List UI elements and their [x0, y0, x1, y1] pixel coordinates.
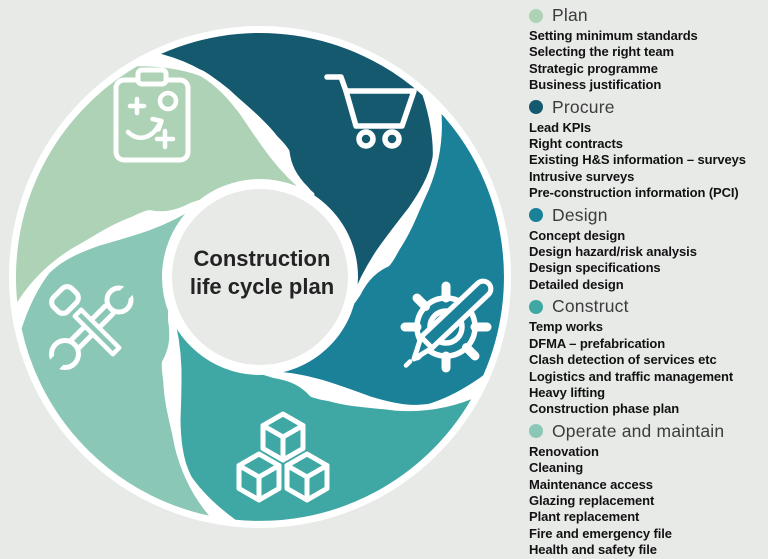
building-blocks-icon — [236, 411, 330, 503]
center-title-line1: Construction — [194, 246, 331, 271]
legend-heading: Procure — [529, 97, 767, 118]
legend-item: Construction phase plan — [529, 401, 680, 417]
legend-item: Fire and emergency file — [529, 525, 672, 541]
legend-item: Right contracts — [529, 136, 623, 152]
legend-item: Design hazard/risk analysis — [529, 244, 697, 260]
legend-item: Selecting the right team — [529, 44, 674, 60]
crossed-tools-icon — [46, 283, 136, 373]
legend-heading: Construct — [529, 296, 767, 317]
legend-item: Concept design — [529, 227, 626, 243]
center-title-line2: life cycle plan — [190, 274, 334, 299]
legend-item: Business justification — [529, 77, 662, 93]
legend-item: Intrusive surveys — [529, 168, 635, 184]
legend-item: Glazing replacement — [529, 492, 655, 508]
legend-item: Pre-construction information (PCI) — [529, 185, 739, 201]
legend-bullet-icon — [529, 8, 543, 23]
legend-item: Lead KPIs — [529, 119, 591, 135]
legend-item: Detailed design — [529, 276, 624, 292]
legend-item: Cleaning — [529, 460, 584, 476]
legend-heading: Operate and maintain — [529, 421, 767, 442]
legend-heading-label: Plan — [552, 5, 588, 25]
legend-heading-label: Design — [552, 204, 608, 225]
center-hub — [162, 179, 358, 375]
legend-bullet-icon — [529, 299, 543, 314]
legend-item: Existing H&S information – surveys — [529, 152, 746, 168]
legend-bullet-icon — [529, 424, 543, 439]
legend-item: Clash detection of services etc — [529, 352, 717, 368]
life-cycle-diagram: Construction life cycle plan — [9, 26, 511, 528]
legend-item: Heavy lifting — [529, 384, 605, 400]
legend-bullet-icon — [529, 208, 543, 223]
legend-heading: Plan — [529, 5, 767, 26]
legend-heading-label: Construct — [552, 296, 629, 317]
legend-heading-label: Operate and maintain — [552, 420, 725, 441]
shopping-cart-icon — [324, 74, 417, 149]
gear-pencil-icon — [400, 278, 494, 373]
legend-item: Temp works — [529, 319, 603, 335]
legend-item: DFMA – prefabrication — [529, 335, 666, 351]
blade-plan — [9, 60, 315, 315]
legend-item: Setting minimum standards — [529, 28, 698, 43]
legend-item: Maintenance access — [529, 476, 653, 492]
legend-heading: Design — [529, 205, 767, 226]
clipboard-strategy-icon — [113, 67, 191, 163]
legend-item: Design specifications — [529, 260, 661, 276]
legend-item: Renovation — [529, 443, 599, 459]
legend-item: Logistics and traffic management — [529, 368, 734, 384]
legend-item: Plant replacement — [529, 509, 640, 525]
legend-heading-label: Procure — [552, 96, 615, 117]
legend-item: Strategic programme — [529, 60, 658, 76]
pinwheel-svg: Construction life cycle plan — [9, 26, 511, 528]
legend-bullet-icon — [529, 100, 543, 115]
